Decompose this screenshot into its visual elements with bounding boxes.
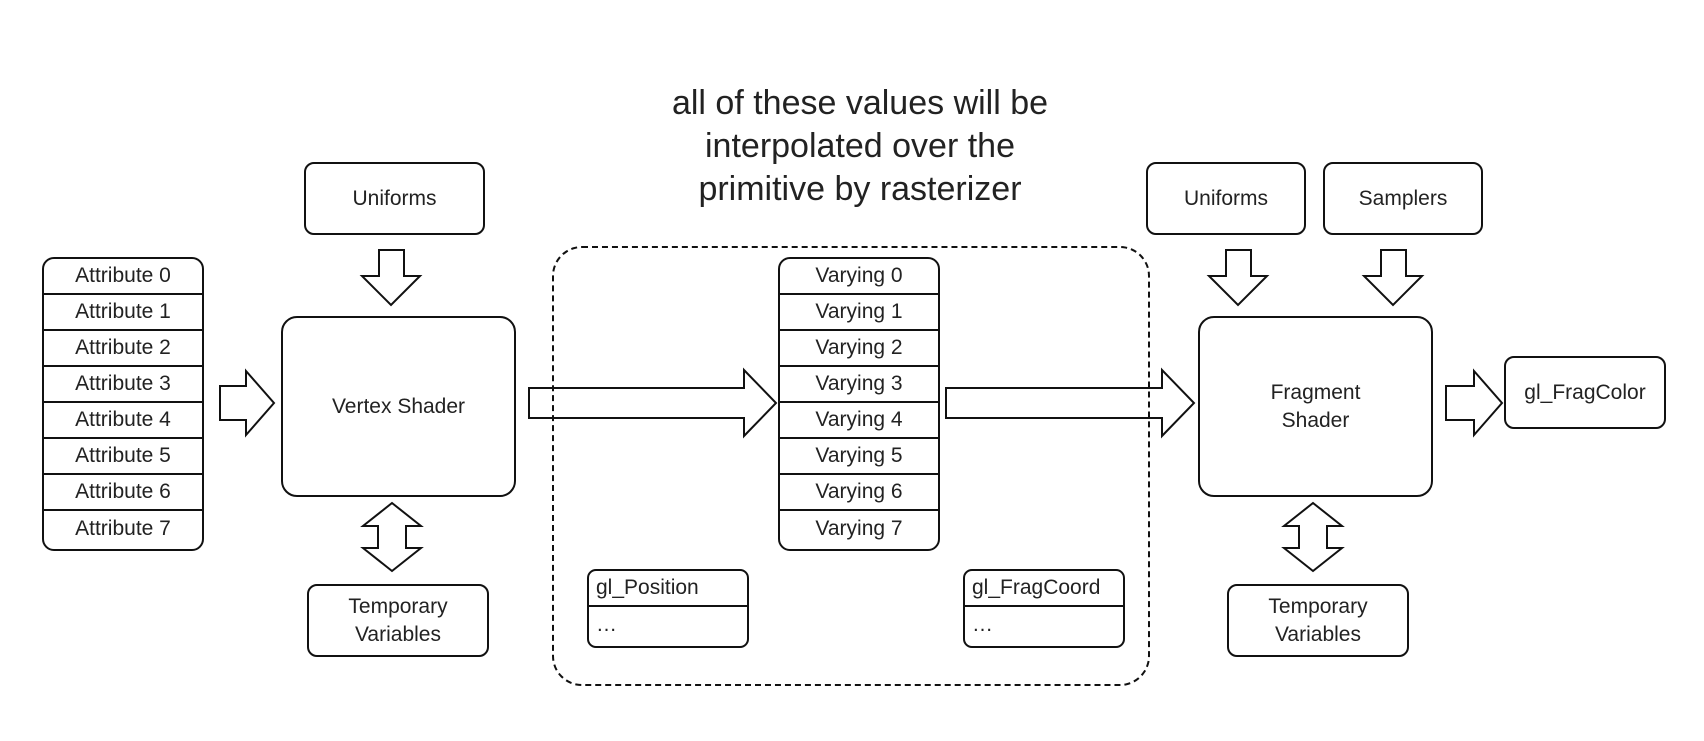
varying-cell: Varying 6 xyxy=(780,475,938,511)
attribute-cell: Attribute 1 xyxy=(44,295,202,331)
attribute-cell: Attribute 7 xyxy=(75,517,171,540)
gl-position-register: gl_Position … xyxy=(587,569,749,648)
attribute-cell: Attribute 4 xyxy=(44,403,202,439)
arrow-vertex-to-varyings xyxy=(528,367,778,439)
fragment-temporary-box: Temporary Variables xyxy=(1227,584,1409,657)
gl-position-name: gl_Position xyxy=(589,571,747,607)
gl-fragcoord-register: gl_FragCoord … xyxy=(963,569,1125,648)
vertex-shader-box: Vertex Shader xyxy=(281,316,516,497)
arrow-vertex-temporary xyxy=(360,501,424,573)
fragment-shader-label: Fragment Shader xyxy=(1270,380,1361,432)
arrow-attributes-to-vertex xyxy=(219,368,276,438)
gl-fragcoord-name: gl_FragCoord xyxy=(965,571,1123,607)
varying-cell: Varying 0 xyxy=(780,259,938,295)
attribute-cell: Attribute 0 xyxy=(44,259,202,295)
arrow-fragment-to-output xyxy=(1445,368,1504,438)
arrow-samplers-to-fragment xyxy=(1361,249,1425,307)
gl-position-ellipsis: … xyxy=(596,613,617,636)
varying-cell: Varying 3 xyxy=(780,367,938,403)
arrow-uniforms-to-vertex xyxy=(359,249,423,307)
varying-cell: Varying 1 xyxy=(780,295,938,331)
attributes-stack: Attribute 0 Attribute 1 Attribute 2 Attr… xyxy=(42,257,204,551)
vertex-uniforms-box: Uniforms xyxy=(304,162,485,235)
attribute-cell: Attribute 3 xyxy=(44,367,202,403)
interpolation-caption: all of these values will be interpolated… xyxy=(671,84,1049,208)
gl-fragcoord-ellipsis: … xyxy=(972,613,993,636)
vertex-temporary-box: Temporary Variables xyxy=(307,584,489,657)
varying-cell: Varying 5 xyxy=(780,439,938,475)
gl-fragcolor-label: gl_FragColor xyxy=(1524,380,1646,404)
vertex-uniforms-label: Uniforms xyxy=(352,186,437,210)
varying-cell: Varying 2 xyxy=(780,331,938,367)
fragment-samplers-label: Samplers xyxy=(1358,186,1448,210)
fragment-samplers-box: Samplers xyxy=(1323,162,1483,235)
rasterizer-region xyxy=(552,246,1150,686)
arrow-fragment-temporary xyxy=(1281,501,1345,573)
fragment-uniforms-box: Uniforms xyxy=(1146,162,1306,235)
fragment-shader-box: Fragment Shader xyxy=(1198,316,1433,497)
attribute-cell: Attribute 6 xyxy=(44,475,202,511)
attribute-cell: Attribute 5 xyxy=(44,439,202,475)
fragment-uniforms-label: Uniforms xyxy=(1183,186,1268,210)
vertex-temporary-label: Temporary Variables xyxy=(348,594,448,646)
fragment-temporary-label: Temporary Variables xyxy=(1268,594,1368,646)
varyings-stack: Varying 0 Varying 1 Varying 2 Varying 3 … xyxy=(778,257,940,551)
gl-fragcolor-box: gl_FragColor xyxy=(1504,356,1666,429)
attribute-cell: Attribute 2 xyxy=(44,331,202,367)
arrow-varyings-to-fragment xyxy=(945,367,1196,439)
varying-cell: Varying 4 xyxy=(780,403,938,439)
arrow-uniforms-to-fragment xyxy=(1206,249,1270,307)
vertex-shader-label: Vertex Shader xyxy=(331,394,466,418)
varying-cell: Varying 7 xyxy=(815,517,903,540)
